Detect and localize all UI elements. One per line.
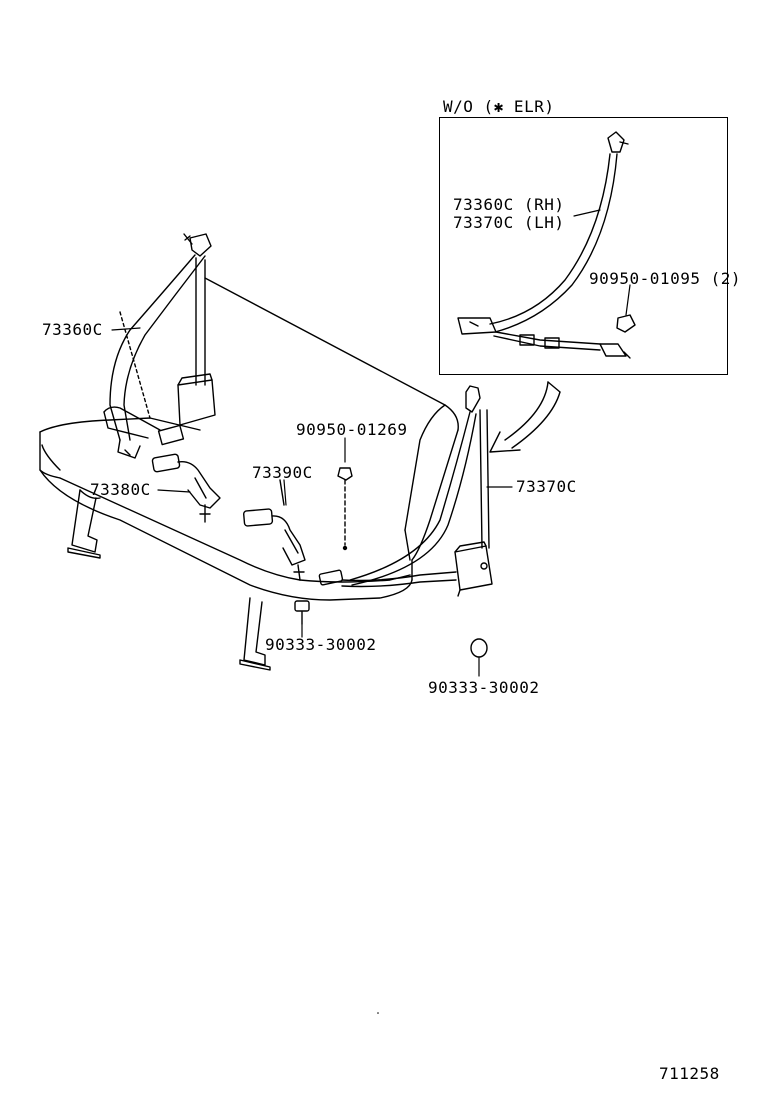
- buckle-73380C: [151, 453, 221, 523]
- label-73370C: 73370C: [516, 477, 577, 496]
- inset-bolt-label: 90950-01095 (2): [589, 269, 741, 288]
- label-90333-left: 90333-30002: [265, 635, 377, 654]
- inset-belt: [457, 131, 636, 359]
- label-90950-01269: 90950-01269: [296, 420, 408, 439]
- seat-cushion: [39, 417, 413, 601]
- label-73380C: 73380C: [90, 480, 151, 499]
- inset-box: [439, 117, 728, 375]
- buckle-73390C: [242, 479, 306, 581]
- label-73360C: 73360C: [42, 320, 103, 339]
- right-retractor-belt: [318, 385, 493, 597]
- inset-label-rh: 73360C (RH): [453, 195, 565, 214]
- inset-label-lh: 73370C (LH): [453, 213, 565, 232]
- cap-left: [294, 600, 310, 625]
- leader-lines: [111, 209, 631, 677]
- cap-right: [470, 638, 488, 658]
- inset-title: W/O (✱ ELR): [443, 97, 555, 116]
- arrow-icon: [489, 381, 561, 453]
- figure-number: 711258: [659, 1064, 720, 1083]
- label-73390C: 73390C: [252, 463, 313, 482]
- bolt-90950-01269: [337, 467, 353, 551]
- label-90333-right: 90333-30002: [428, 678, 540, 697]
- seat-legs: [67, 489, 271, 671]
- seat-back: [119, 277, 459, 561]
- left-retractor-belt: [103, 233, 216, 459]
